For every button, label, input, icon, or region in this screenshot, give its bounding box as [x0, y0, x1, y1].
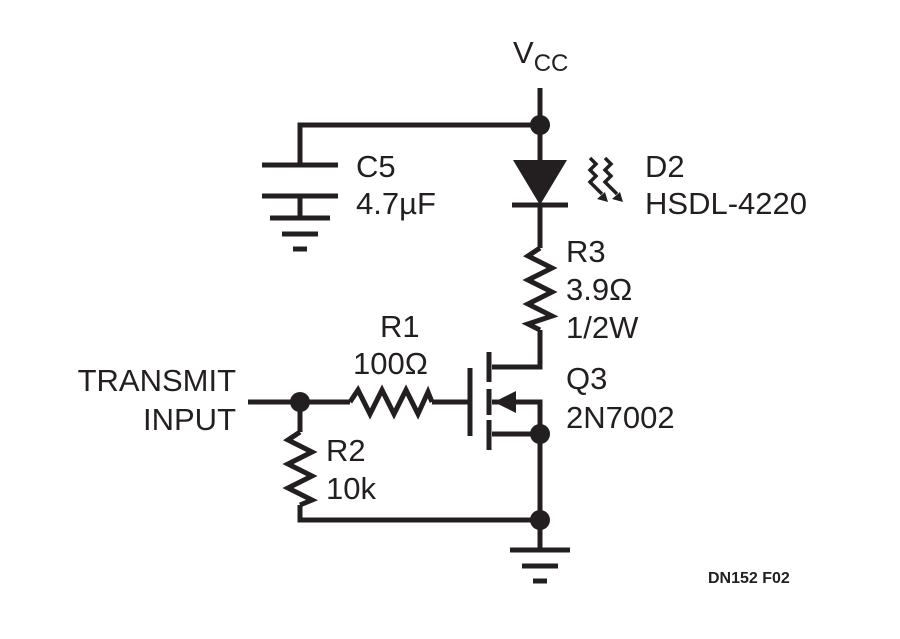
- junctions: [290, 115, 550, 530]
- ground-symbol-c5: [270, 215, 330, 252]
- d2-ref: D2: [645, 149, 685, 184]
- mosfet-q3: [467, 352, 516, 450]
- c5-value: 4.7µF: [356, 186, 436, 221]
- vcc-label: VCC: [513, 35, 568, 77]
- led-d2: [512, 156, 623, 208]
- q3-ref: Q3: [566, 361, 607, 396]
- light-emission-icon: [587, 156, 623, 202]
- wire-source: [492, 431, 543, 520]
- r2-value: 10k: [326, 471, 376, 506]
- mosfet-arrow: [494, 391, 516, 413]
- input-label-line1: TRANSMIT: [78, 363, 237, 398]
- wire-top-to-c5: [297, 122, 540, 165]
- resistor-r2: [282, 429, 319, 508]
- junction-top: [530, 115, 550, 135]
- vcc-label-subscript: CC: [534, 50, 569, 77]
- junction-bottom: [530, 510, 550, 530]
- resistor-r1: [347, 384, 435, 420]
- r2-ref: R2: [326, 433, 366, 468]
- wire-r3-to-drain: [492, 330, 543, 370]
- led-triangle: [513, 160, 567, 205]
- junction-source: [530, 424, 550, 444]
- wire-r2-bottom: [297, 505, 540, 523]
- capacitor-c5: [262, 162, 338, 199]
- vcc-label-main: V: [513, 35, 534, 70]
- ground-symbol-main: [510, 547, 570, 584]
- d2-part: HSDL-4220: [645, 186, 807, 221]
- figure-id: DN152 F02: [708, 570, 790, 587]
- r1-value: 100Ω: [353, 346, 428, 381]
- resistor-r3: [521, 245, 559, 333]
- junction-input: [290, 392, 310, 412]
- c5-ref: C5: [356, 149, 396, 184]
- input-label-line2: INPUT: [143, 402, 236, 437]
- labels: VCC C5 4.7µF D2 HSDL-4220 R3 3.9Ω 1/2W R…: [78, 35, 807, 587]
- r1-ref: R1: [380, 309, 420, 344]
- r3-ref: R3: [566, 234, 606, 269]
- r3-value: 3.9Ω: [566, 272, 632, 307]
- q3-part: 2N7002: [566, 400, 675, 435]
- r3-rating: 1/2W: [566, 310, 639, 345]
